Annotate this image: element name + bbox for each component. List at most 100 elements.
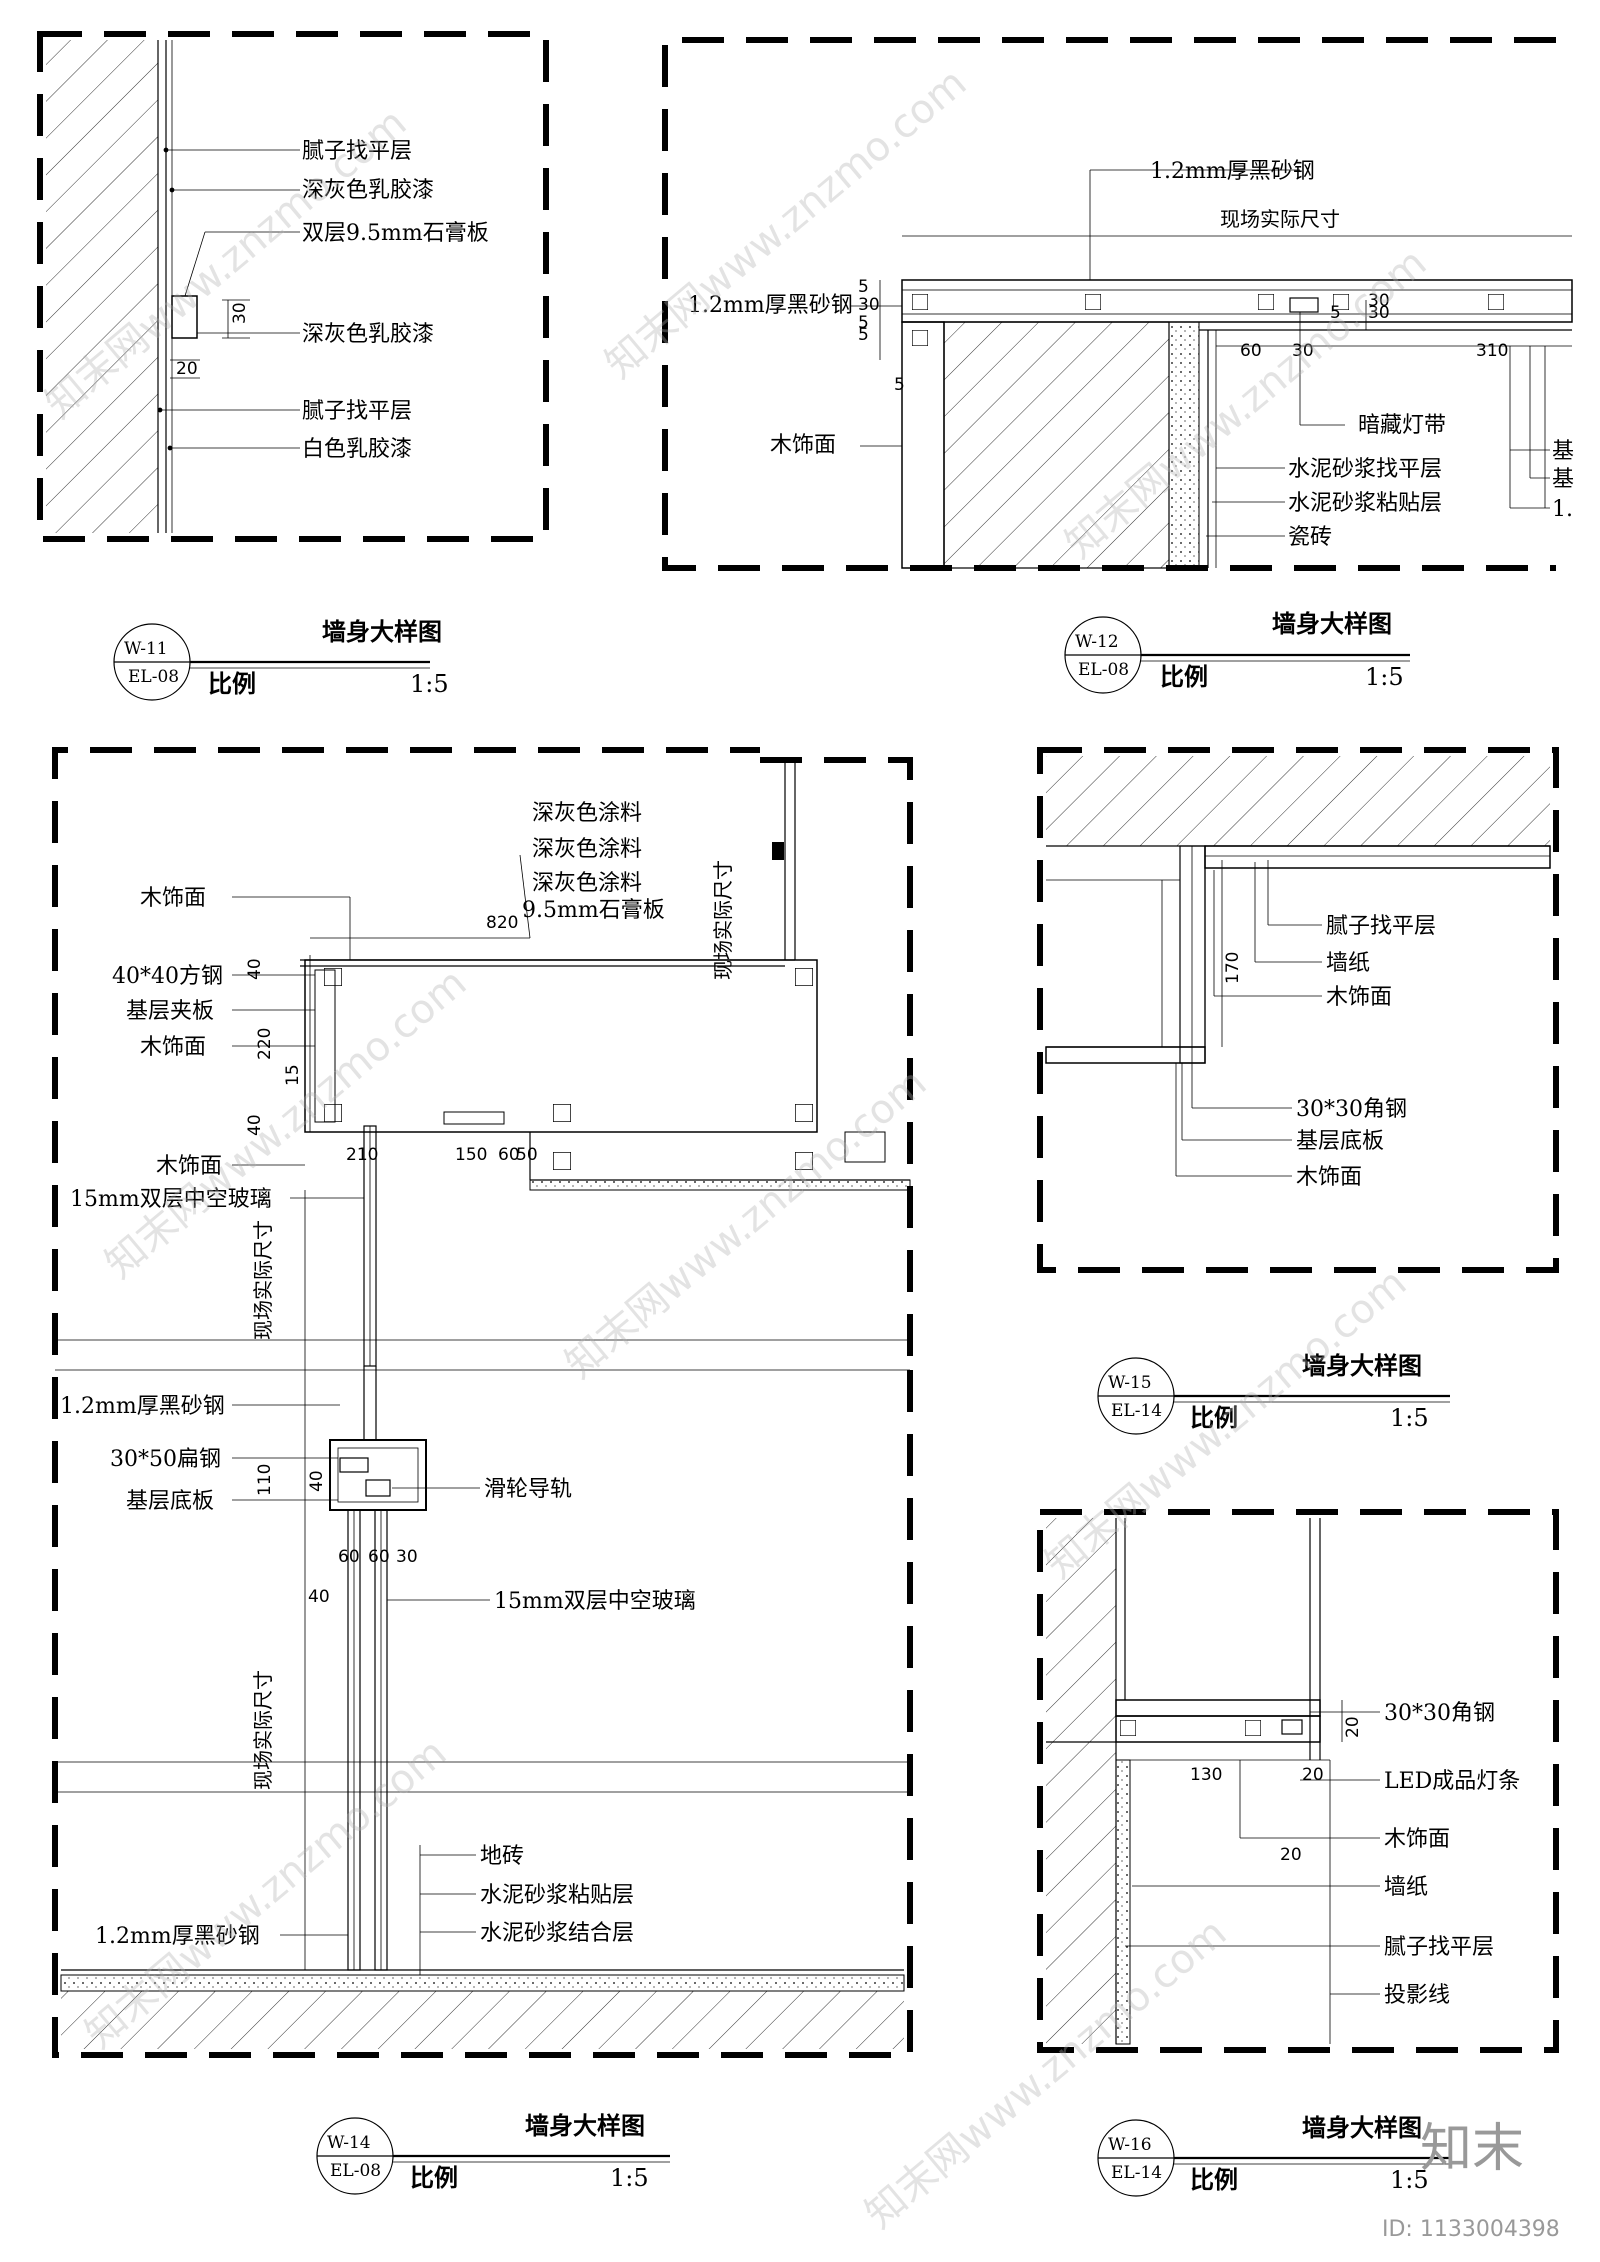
watermark-text: 知末网www.znzmo.com: [557, 1060, 935, 1388]
w11-dim-0: 30: [230, 302, 250, 324]
w12-dim-1: 30: [858, 295, 880, 315]
w16-label-5: 投影线: [1384, 1983, 1450, 2008]
w14-label-9: 15mm双层中空玻璃: [70, 1187, 272, 1212]
w11-label-4: 腻子找平层: [302, 399, 412, 424]
w11-title-name: 墙身大样图: [322, 618, 442, 646]
w16-wall-hatch-bottom: [1046, 1788, 1116, 2044]
w12-wall-hatch: [943, 321, 1170, 569]
w14-title-ref: EL-08: [330, 2161, 381, 2181]
panel-w14: 深灰色涂料 深灰色涂料 深灰色涂料 9.5mm石膏板 木饰面 40*40方钢 基…: [52, 747, 913, 2058]
w12-dim-0: 5: [858, 277, 869, 297]
w16-label-4: 腻子找平层: [1384, 1935, 1494, 1960]
w12-label-1: 现场实际尺寸: [1220, 207, 1340, 231]
w16-dim-1: 130: [1190, 1765, 1222, 1785]
w16-label-2: 木饰面: [1384, 1827, 1450, 1852]
w12-dim-2: 5: [858, 313, 869, 333]
w12-label-7: 瓷砖: [1288, 525, 1332, 550]
panel-w12: 1.2mm厚黑砂钢 现场实际尺寸 1.2mm厚黑砂钢 木饰面 暗藏灯带 水泥砂浆…: [662, 37, 1574, 571]
w11-title-id: W-11: [124, 639, 168, 659]
w12-label-3: 木饰面: [770, 433, 836, 458]
w14-title-scale: 1:5: [610, 2164, 649, 2192]
w14-label-6: 基层夹板: [126, 999, 214, 1024]
w16-dim-3: 20: [1280, 1845, 1302, 1865]
w11-title-scale: 1:5: [410, 670, 449, 698]
w16-dim-2: 20: [1302, 1765, 1324, 1785]
w14-dim-10: 110: [255, 1464, 275, 1496]
w14-label-2: 深灰色涂料: [532, 871, 642, 896]
watermark-id: ID: 1133004398: [1382, 2217, 1560, 2242]
title-w16: W-16 EL-14 墙身大样图 比例 1:5: [1097, 2114, 1450, 2197]
w14-dim-3: 15: [283, 1064, 303, 1086]
w14-label-4: 木饰面: [140, 886, 206, 911]
title-w15: W-15 EL-14 墙身大样图 比例 1:5: [1097, 1352, 1450, 1435]
w14-label-19: 现场实际尺寸: [711, 860, 735, 980]
w15-title-ref: EL-14: [1111, 1401, 1162, 1421]
w14-label-1: 深灰色涂料: [532, 837, 642, 862]
w16-title-ref: EL-14: [1111, 2163, 1162, 2183]
title-w11: W-11 EL-08 墙身大样图 比例 1:5: [113, 618, 449, 701]
w14-label-18: 1.2mm厚黑砂钢: [95, 1924, 260, 1949]
w16-title-id: W-16: [1108, 2135, 1152, 2155]
w12-dim-5: 5: [894, 375, 905, 395]
w12-label-6: 水泥砂浆粘贴层: [1288, 491, 1442, 516]
w12-label-0: 1.2mm厚黑砂钢: [1150, 159, 1315, 184]
w14-label-11: 30*50扁钢: [110, 1447, 221, 1472]
w14-dim-7: 60: [498, 1145, 520, 1165]
w11-title-scale-label: 比例: [208, 670, 256, 698]
panel-w16: 30*30角钢 LED成品灯条 木饰面 墙纸 腻子找平层 投影线 20 130 …: [1037, 1509, 1559, 2053]
w16-label-0: 30*30角钢: [1384, 1701, 1495, 1726]
panel-w15: 腻子找平层 墙纸 木饰面 30*30角钢 基层底板 木饰面 170: [1037, 747, 1559, 1273]
w12-light-strip: [1289, 297, 1319, 313]
w12-title-scale: 1:5: [1365, 663, 1404, 691]
w11-label-5: 白色乳胶漆: [302, 437, 412, 462]
w14-label-3: 9.5mm石膏板: [522, 898, 665, 923]
watermark-logo: 知末: [1420, 2119, 1524, 2179]
w14-label-5: 40*40方钢: [112, 964, 223, 989]
w14-vent: [443, 1111, 505, 1125]
w12-label-9: 基: [1552, 467, 1574, 492]
w14-pulley: [365, 1479, 391, 1497]
w15-label-2: 木饰面: [1326, 985, 1392, 1010]
w14-label-17: 水泥砂浆结合层: [480, 1921, 634, 1946]
w12-label-2: 1.2mm厚黑砂钢: [688, 293, 853, 318]
w12-dim-9: 310: [1476, 341, 1508, 361]
w14-dim-8: 50: [516, 1145, 538, 1165]
w15-dim-0: 170: [1223, 952, 1243, 984]
w14-label-0: 深灰色涂料: [532, 801, 642, 826]
w12-title-ref: EL-08: [1078, 660, 1129, 680]
w12-label-8: 基: [1552, 439, 1574, 464]
w14-label-7: 木饰面: [140, 1035, 206, 1060]
w15-label-5: 木饰面: [1296, 1165, 1362, 1190]
w14-label-15: 地砖: [480, 1844, 524, 1869]
w15-label-0: 腻子找平层: [1326, 914, 1436, 939]
w11-label-3: 深灰色乳胶漆: [302, 322, 434, 347]
w12-dim-3: 5: [858, 325, 869, 345]
w12-dim-6: 5: [1330, 303, 1341, 323]
w12-label-5: 水泥砂浆找平层: [1288, 457, 1442, 482]
w15-title-id: W-15: [1108, 1373, 1152, 1393]
w11-frame: [37, 31, 549, 542]
w14-label-16: 水泥砂浆粘贴层: [480, 1883, 634, 1908]
w14-title-scale-label: 比例: [410, 2164, 458, 2192]
w16-title-scale: 1:5: [1390, 2166, 1429, 2194]
w12-dim-8: 30: [1292, 341, 1314, 361]
w11-label-1: 深灰色乳胶漆: [302, 178, 434, 203]
w14-label-21: 现场实际尺寸: [251, 1670, 275, 1790]
w15-label-1: 墙纸: [1326, 951, 1370, 976]
w14-dim-5: 210: [346, 1145, 378, 1165]
w14-outlet: [844, 1131, 886, 1163]
w15-title-scale-label: 比例: [1190, 1404, 1238, 1432]
w15-title-name: 墙身大样图: [1302, 1352, 1422, 1380]
w14-dim-6: 150: [455, 1145, 487, 1165]
w12-dim-4: 30: [1368, 303, 1390, 323]
title-w14: W-14 EL-08 墙身大样图 比例 1:5: [316, 2112, 670, 2195]
w14-label-13: 滑轮导轨: [484, 1477, 572, 1502]
w11-board-detail: [171, 295, 198, 339]
title-w12: W-12 EL-08 墙身大样图 比例 1:5: [1064, 610, 1410, 694]
w11-title-ref: EL-08: [128, 667, 179, 687]
w12-dim-7: 60: [1240, 341, 1262, 361]
w11-wall-hatch: [46, 40, 158, 533]
w14-dim-11: 60: [338, 1547, 360, 1567]
w14-dim-9: 40: [307, 1470, 327, 1492]
